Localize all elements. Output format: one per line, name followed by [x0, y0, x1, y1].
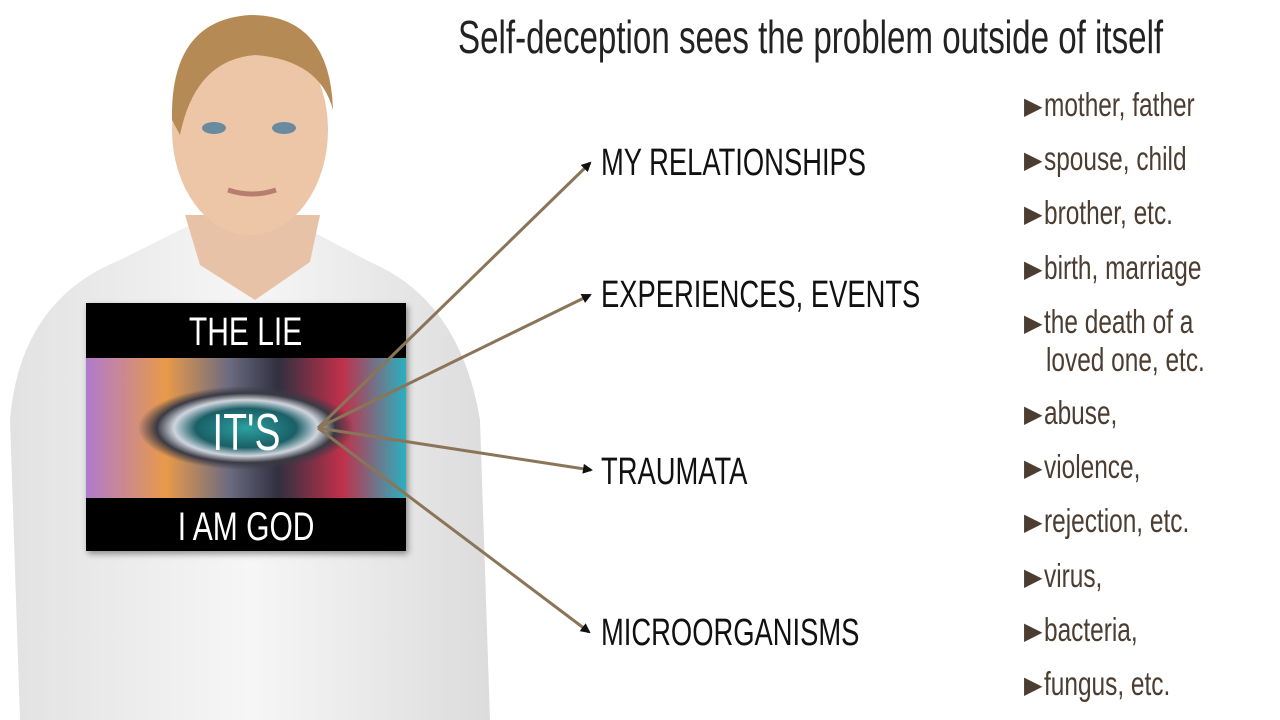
- triangle-bullet-icon: ▶: [1024, 455, 1043, 482]
- triangle-bullet-icon: ▶: [1024, 509, 1043, 536]
- list-item: ▶spouse, child: [1024, 140, 1188, 177]
- list-item: ▶brother, etc.: [1024, 194, 1174, 231]
- triangle-bullet-icon: ▶: [1024, 564, 1043, 591]
- list-item: ▶rejection, etc.: [1024, 502, 1190, 539]
- category-relationships: MY RELATIONSHIPS: [601, 142, 867, 184]
- arrow-experiences: [317, 293, 592, 430]
- arrow-traumata: [317, 426, 593, 474]
- triangle-bullet-icon: ▶: [1024, 310, 1043, 337]
- list-item-continuation: loved one, etc.: [1046, 341, 1205, 378]
- the-lie-card: THE LIE IT'S I AM GOD: [86, 303, 406, 551]
- arrow-microorganisms: [317, 426, 591, 634]
- slide-title: Self-deception sees the problem outside …: [458, 11, 1164, 63]
- triangle-bullet-icon: ▶: [1024, 201, 1043, 228]
- list-item: ▶fungus, etc.: [1024, 665, 1171, 702]
- triangle-bullet-icon: ▶: [1024, 618, 1043, 645]
- triangle-bullet-icon: ▶: [1024, 93, 1043, 120]
- triangle-bullet-icon: ▶: [1024, 401, 1043, 428]
- card-top-text: THE LIE: [189, 310, 303, 354]
- triangle-bullet-icon: ▶: [1024, 256, 1043, 283]
- triangle-bullet-icon: ▶: [1024, 147, 1043, 174]
- list-item: ▶the death of a: [1024, 303, 1194, 340]
- card-bottom-text: I AM GOD: [177, 505, 315, 549]
- list-item: ▶abuse,: [1024, 394, 1118, 431]
- category-microorganisms: MICROORGANISMS: [601, 612, 860, 654]
- card-bottom-band: I AM GOD: [86, 498, 406, 551]
- triangle-bullet-icon: ▶: [1024, 672, 1043, 699]
- card-middle-text: IT'S: [211, 404, 281, 462]
- list-item: ▶bacteria,: [1024, 611, 1139, 648]
- arrow-relationships: [316, 161, 592, 430]
- category-traumata: TRAUMATA: [601, 451, 748, 493]
- list-item: ▶violence,: [1024, 448, 1141, 485]
- list-item: ▶virus,: [1024, 557, 1103, 594]
- eye-image: [86, 358, 406, 498]
- list-item: ▶mother, father: [1024, 86, 1196, 123]
- list-item: ▶birth, marriage: [1024, 249, 1202, 286]
- card-top-band: THE LIE: [86, 303, 406, 358]
- category-experiences: EXPERIENCES, EVENTS: [601, 274, 921, 316]
